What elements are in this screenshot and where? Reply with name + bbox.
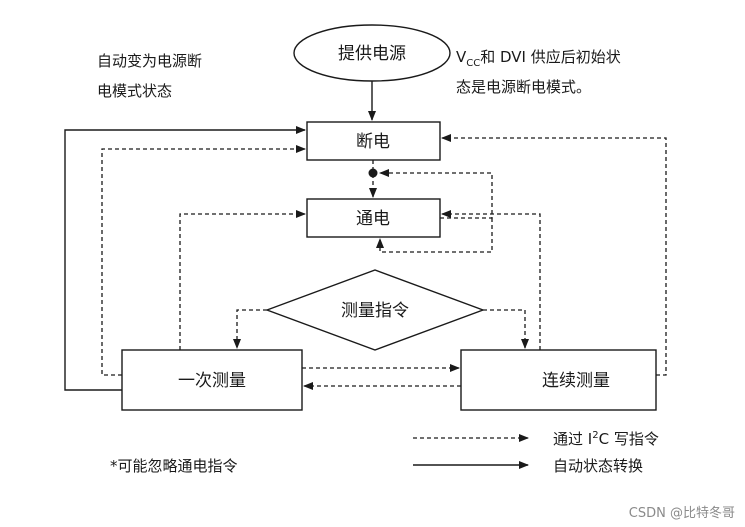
junction-dot (368, 168, 378, 178)
arrow-cmd-to-continuous (483, 309, 529, 349)
node-continuous-measure: 连续测量 (460, 349, 657, 411)
node-single-measure-label: 一次测量 (178, 371, 246, 391)
note-vcc-subscript: CC (466, 58, 480, 69)
node-power-supply-label: 提供电源 (338, 44, 406, 64)
legend-solid-label: 自动状态转换 (553, 457, 643, 475)
arrow-continuous-to-on (441, 210, 541, 350)
note-vcc-v: V (456, 48, 467, 66)
note-footnote: *可能忽略通电指令 (110, 457, 238, 475)
node-power-off: 断电 (306, 121, 441, 161)
node-continuous-measure-label: 连续测量 (542, 371, 610, 391)
node-measure-command: 测量指令 (264, 269, 486, 351)
node-power-off-label: 断电 (356, 132, 390, 152)
legend-dashed-sup: 2 (592, 430, 598, 441)
arrow-single-to-off (101, 145, 306, 376)
watermark-text: CSDN @比特冬哥 (629, 505, 735, 521)
note-vcc-rest: 和 DVI 供应后初始状 (480, 48, 621, 66)
node-measure-command-label: 测量指令 (341, 301, 409, 321)
note-vcc-line2: 态是电源断电模式。 (456, 78, 591, 96)
arrow-dot-loop-to-on (376, 218, 493, 253)
node-single-measure: 一次测量 (121, 349, 303, 411)
arrow-cmd-to-single (233, 309, 267, 349)
node-power-supply: 提供电源 (293, 24, 451, 82)
legend-dashed-prefix: 通过 I (553, 430, 592, 448)
arrow-continuous-to-off (441, 134, 667, 376)
arrow-single-auto-to-off (64, 126, 306, 391)
legend-dashed-label: 通过 I2C 写指令 (553, 430, 659, 448)
note-auto-line1: 自动变为电源断 (97, 52, 202, 70)
note-auto-line2: 电模式状态 (97, 82, 172, 100)
node-power-on-label: 通电 (356, 209, 390, 229)
node-power-on: 通电 (306, 198, 441, 238)
note-vcc-line1: VCC和 DVI 供应后初始状 (456, 48, 621, 69)
arrow-single-to-on (179, 210, 306, 350)
legend: 通过 I2C 写指令 自动状态转换 (413, 430, 659, 475)
legend-dashed-suffix: C 写指令 (599, 430, 659, 448)
